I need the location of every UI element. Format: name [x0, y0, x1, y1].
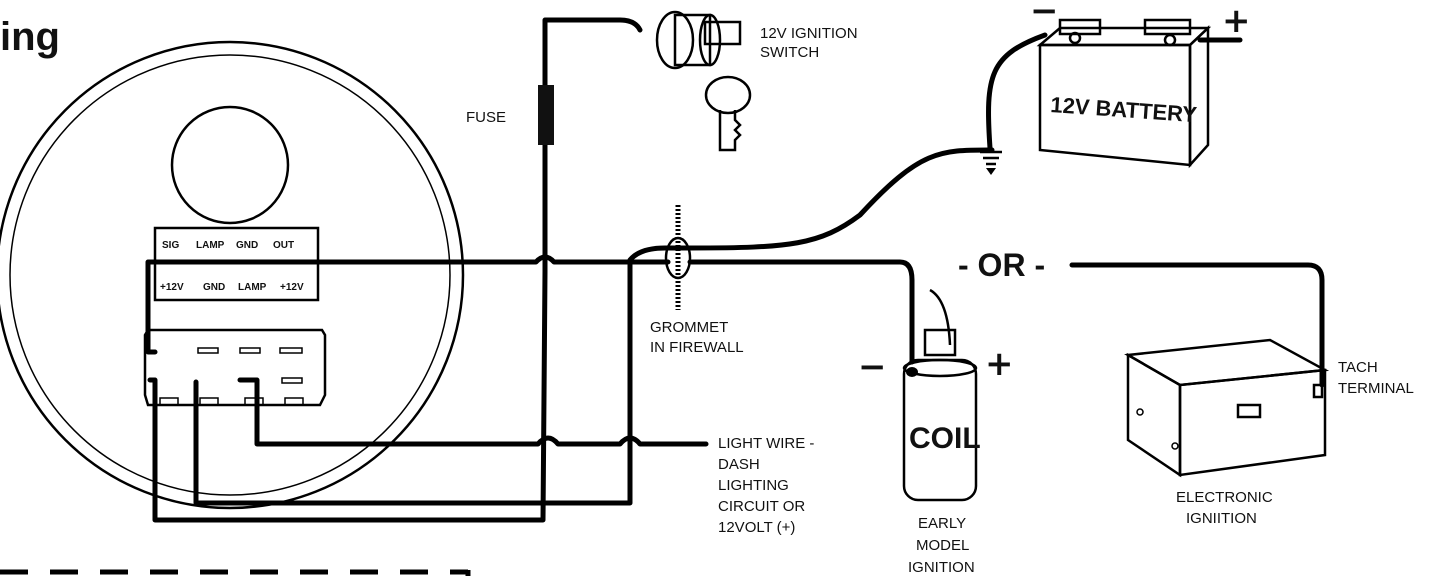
electronic-label-line2: IGNIITION — [1186, 510, 1257, 527]
battery-plus: + — [1222, 1, 1251, 41]
grommet-label-line1: GROMMET — [650, 319, 728, 336]
pin-top-out: OUT — [273, 240, 294, 251]
tach-label-line2: TERMINAL — [1338, 380, 1414, 397]
light-label-line2: DASH — [718, 456, 760, 473]
fuse-icon — [538, 85, 554, 145]
electronic-ignition-icon — [1124, 338, 1330, 478]
or-label: - OR - — [958, 247, 1045, 283]
early-label-line1: EARLY — [918, 515, 966, 532]
pin-bottom-lamp: LAMP — [238, 282, 267, 293]
pin-bottom-12v-a: +12V — [160, 282, 184, 293]
grommet-label-line2: IN FIREWALL — [650, 339, 744, 356]
light-label-line4: CIRCUIT OR — [718, 498, 805, 515]
pin-top-lamp: LAMP — [196, 240, 225, 251]
dashed-box-fragment — [0, 569, 471, 576]
tachometer-gauge: SIG LAMP GND OUT +12V GND LAMP +12V — [0, 40, 465, 510]
electronic-label-line1: ELECTRONIC — [1176, 489, 1273, 506]
coil-minus: − — [858, 347, 887, 387]
ground-icon — [980, 150, 1002, 175]
ignition-label-line1: 12V IGNITION — [760, 25, 858, 42]
light-label-line3: LIGHTING — [718, 477, 789, 494]
pin-bottom-12v-b: +12V — [280, 282, 304, 293]
fuse-label: FUSE — [466, 109, 506, 126]
early-label-line2: MODEL — [916, 537, 969, 554]
battery-label: 12V BATTERY — [1050, 92, 1198, 127]
pin-top-gnd: GND — [236, 240, 258, 251]
battery-minus: − — [1030, 0, 1059, 31]
wires — [145, 17, 1325, 523]
early-label-line3: IGNITION — [908, 559, 975, 576]
connector-plug — [143, 328, 327, 407]
tach-label-line1: TACH — [1338, 359, 1378, 376]
heading: ing — [0, 15, 60, 59]
pin-top-sig: SIG — [162, 240, 179, 251]
light-label-line1: LIGHT WIRE - — [718, 435, 814, 452]
coil-label: COIL — [909, 422, 981, 455]
gauge-hub — [170, 105, 290, 225]
coil-plus: + — [985, 344, 1014, 384]
light-label-line5: 12VOLT (+) — [718, 519, 795, 536]
ignition-switch-icon — [655, 10, 752, 152]
coil-icon — [902, 288, 978, 502]
battery-icon — [1036, 18, 1212, 169]
ignition-label-line2: SWITCH — [760, 44, 819, 61]
pin-bottom-gnd: GND — [203, 282, 225, 293]
grommet-icon — [664, 205, 692, 310]
